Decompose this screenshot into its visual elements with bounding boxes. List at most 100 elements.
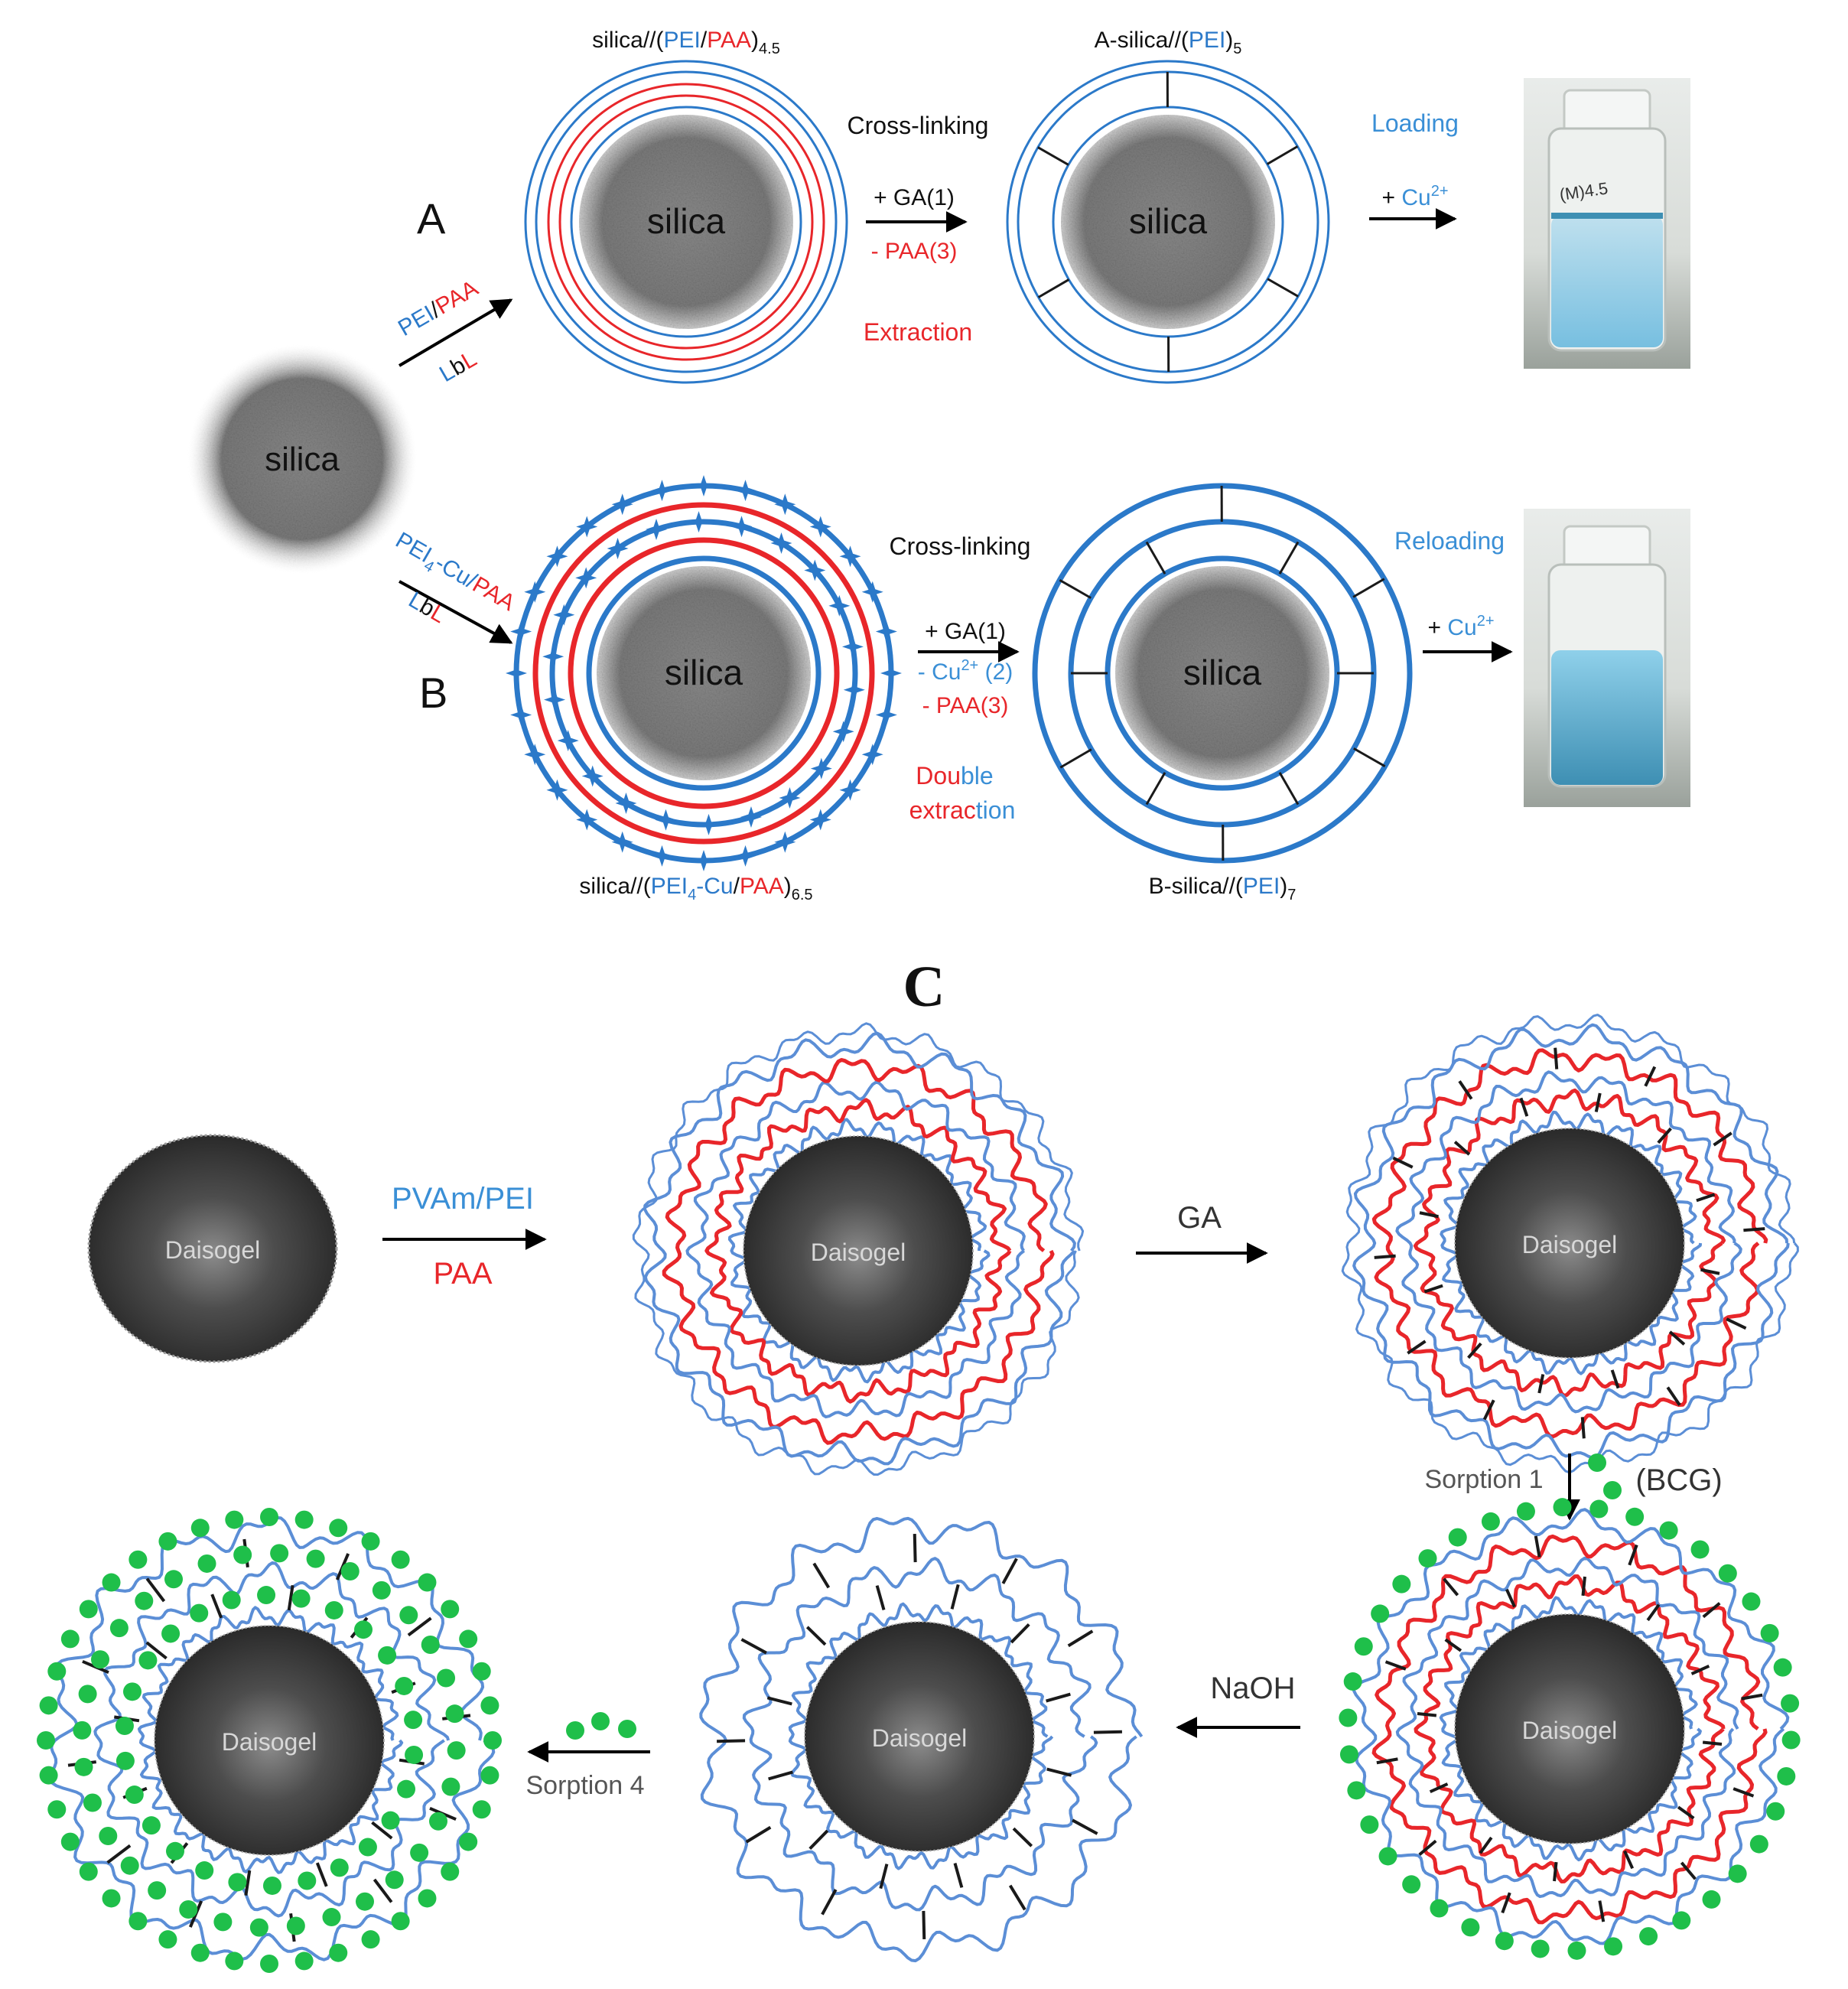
dye-dot	[1702, 1890, 1721, 1909]
crosslink-bar	[1353, 747, 1386, 768]
crosslink-bar	[922, 1910, 926, 1939]
dye-dot	[447, 1741, 466, 1760]
crosslink-bar	[1732, 1787, 1755, 1798]
route-a-upper-label: PEI/PAA	[394, 275, 483, 341]
particle-b-lbl: silica	[506, 475, 902, 871]
crosslink-bar	[1278, 772, 1300, 806]
crosslink-bar	[913, 1534, 917, 1563]
crosslink-bar	[1267, 278, 1299, 298]
dye-dot	[164, 1570, 184, 1589]
dye-dot	[322, 1908, 341, 1927]
cu-complex-star	[510, 704, 532, 726]
cu-complex-star	[779, 786, 801, 809]
dye-dot	[418, 1889, 437, 1908]
polymer-chain	[699, 1516, 1144, 1963]
crosslink-bar	[315, 1862, 328, 1887]
dye-dot	[249, 1918, 268, 1937]
dye-dot-sorption4	[591, 1712, 610, 1730]
ga-b-label: + GA(1)	[925, 619, 1006, 644]
dye-dot	[1339, 1708, 1358, 1727]
particle-a2-title: A-silica//(PEI)5	[1095, 28, 1242, 57]
crosslink-bar	[1059, 578, 1092, 599]
dye-dot	[109, 1619, 129, 1638]
daisogel-bare: Daisogel	[87, 1134, 338, 1363]
crosslink-bar	[1037, 278, 1070, 298]
crosslink-bar	[1594, 1092, 1602, 1112]
cu-complex-star	[576, 516, 598, 538]
dye-dot	[233, 1545, 252, 1564]
crosslink-bar	[1418, 1839, 1437, 1856]
crosslink-bar	[1266, 145, 1299, 165]
dye-dot	[286, 1916, 305, 1935]
cu-complex-star	[841, 636, 864, 658]
bcg-dye-dot	[1588, 1454, 1606, 1472]
dye-dot	[1742, 1592, 1761, 1611]
dye-dot	[165, 1841, 184, 1860]
paa-removal-a-label: - PAA(3)	[871, 239, 958, 264]
route-a-lower-label: LbL	[435, 346, 481, 387]
dye-dot	[260, 1955, 278, 1973]
dye-dot	[158, 1532, 177, 1551]
cu-complex-star	[575, 567, 597, 589]
dye-dot	[1495, 1932, 1514, 1951]
crosslink-bar	[1713, 1131, 1732, 1147]
crosslink-bar	[1093, 1730, 1122, 1734]
crosslink-bar	[1743, 1227, 1765, 1232]
polymer-chain	[137, 1606, 404, 1874]
crosslink-bar	[1352, 578, 1385, 598]
crosslink-bar	[1374, 1254, 1396, 1259]
dye-dot	[441, 1777, 460, 1796]
start-core-label: silica	[265, 441, 340, 478]
crosslink-bar	[287, 1585, 294, 1611]
cu-complex-star	[557, 730, 579, 752]
double-extraction-line2: extraction	[909, 796, 1016, 824]
crosslink-bar	[1278, 541, 1300, 575]
crosslink-bar	[1741, 1693, 1763, 1701]
dye-dot	[378, 1646, 397, 1665]
cu-complex-star	[576, 809, 598, 831]
crosslink-bar	[1646, 1603, 1661, 1622]
dye-dot	[480, 1696, 499, 1715]
dye-dot	[79, 1600, 98, 1619]
dye-dot	[39, 1766, 58, 1785]
crosslink-bar	[1702, 1602, 1721, 1619]
bcg-label: (BCG)	[1635, 1463, 1722, 1497]
dye-dot	[1481, 1512, 1500, 1531]
dye-dot	[125, 1786, 144, 1805]
cu-complex-star	[693, 850, 714, 871]
dye-dot	[60, 1629, 80, 1649]
particle-b1-title: silica//(PEI4-Cu/PAA)6.5	[579, 874, 812, 903]
crosslink-bar	[768, 1770, 793, 1781]
daisogel-stripped: Daisogel	[699, 1516, 1144, 1963]
crosslink-bar	[808, 1829, 829, 1851]
dye-dot	[404, 1711, 423, 1730]
crosslink-bar	[1458, 1080, 1473, 1100]
dye-dot	[1392, 1574, 1411, 1593]
crosslink-bar	[1443, 1577, 1459, 1597]
particle-b-crosslinked: silica	[1032, 483, 1413, 864]
dye-dot	[129, 1912, 148, 1931]
crosslink-bar	[1444, 1638, 1462, 1652]
dye-dot	[395, 1676, 414, 1695]
dye-dot	[39, 1696, 58, 1715]
crosslink-bar	[1628, 1544, 1638, 1566]
dye-dot	[291, 1589, 311, 1608]
cu-complex-star	[546, 779, 568, 801]
crosslink-bar	[1696, 1193, 1716, 1203]
dye-dot	[324, 1600, 343, 1620]
crosslink-bar	[740, 1638, 767, 1655]
crosslink-bar	[1423, 1284, 1443, 1294]
crosslink-bar	[1145, 541, 1166, 575]
dye-dot	[102, 1573, 121, 1592]
dye-dot	[195, 1861, 214, 1880]
crosslink-bar	[1384, 1660, 1407, 1671]
polymer-chain	[1371, 1048, 1768, 1439]
crosslink-bar	[1580, 1417, 1586, 1439]
dye-dot	[270, 1544, 289, 1563]
crosslink-bar	[1666, 1386, 1681, 1406]
paa-removal-b-label: - PAA(3)	[922, 693, 1009, 718]
cu-complex-star	[839, 779, 861, 801]
dye-dot-sorption4	[618, 1720, 636, 1738]
dye-dot	[1347, 1781, 1366, 1800]
dye-dot	[83, 1793, 102, 1812]
